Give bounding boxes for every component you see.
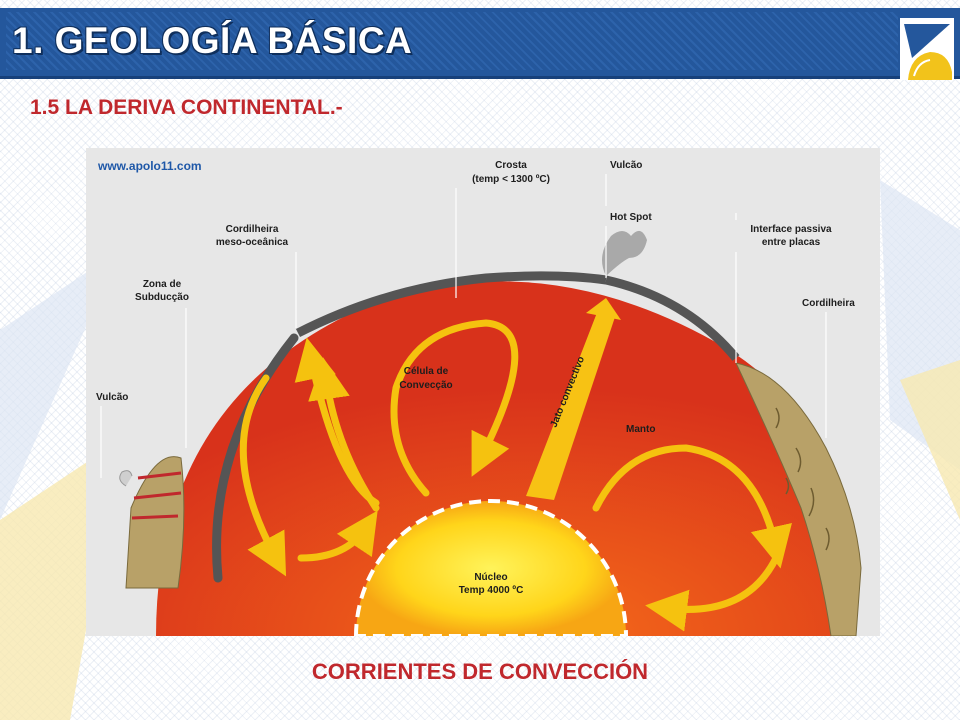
label-cordilheira-meso-2: meso-oceânica [216, 237, 289, 248]
convective-jet [526, 310, 616, 500]
convection-arrow-6 [592, 444, 792, 569]
convection-arrow-7 [645, 554, 780, 632]
label-interface-1: Interface passiva [750, 224, 832, 235]
label-vulcao-left: Vulcão [96, 392, 128, 403]
page-title: 1. GEOLOGÍA BÁSICA [12, 20, 413, 61]
convection-arrow-5 [297, 510, 378, 562]
label-vulcao-top: Vulcão [610, 160, 642, 171]
title-bar: 1. GEOLOGÍA BÁSICA [0, 8, 960, 80]
logo [900, 18, 954, 80]
label-crosta-temp: (temp < 1300 ºC) [472, 174, 550, 185]
label-zona-2: Subducção [135, 292, 189, 303]
convection-arrow-3 [294, 337, 380, 507]
label-interface-2: entre placas [762, 237, 821, 248]
label-nucleo-1: Núcleo [474, 572, 507, 583]
label-cordilheira: Cordilheira [802, 298, 855, 309]
crust-left [212, 333, 299, 583]
section-subtitle: 1.5 LA DERIVA CONTINENTAL.- [30, 96, 343, 119]
source-label: www.apolo11.com [97, 159, 202, 173]
label-celula-2: Convecção [399, 380, 452, 391]
label-nucleo-2: Temp 4000 ºC [459, 585, 524, 596]
label-cordilheira-meso-1: Cordilheira [226, 224, 279, 235]
left-volcano [125, 456, 185, 589]
convection-arrow-1 [390, 319, 519, 497]
caption: CORRIENTES DE CONVECCIÓN [311, 659, 649, 684]
label-manto: Manto [626, 424, 655, 435]
hot-spot-smoke [602, 230, 647, 276]
label-celula-1: Célula de [404, 366, 449, 377]
crust-top [295, 271, 607, 338]
core [353, 499, 629, 636]
crust-right [605, 275, 740, 361]
title-bar-pattern [6, 12, 898, 70]
mountain-range [735, 362, 862, 636]
convection-diagram: www.apolo11.com Crosta (temp < 1300 ºC) … [86, 148, 880, 636]
label-zona-1: Zona de [143, 279, 182, 290]
convection-arrow-4 [239, 374, 287, 577]
label-hot-spot: Hot Spot [610, 212, 652, 223]
label-crosta: Crosta [495, 160, 527, 171]
